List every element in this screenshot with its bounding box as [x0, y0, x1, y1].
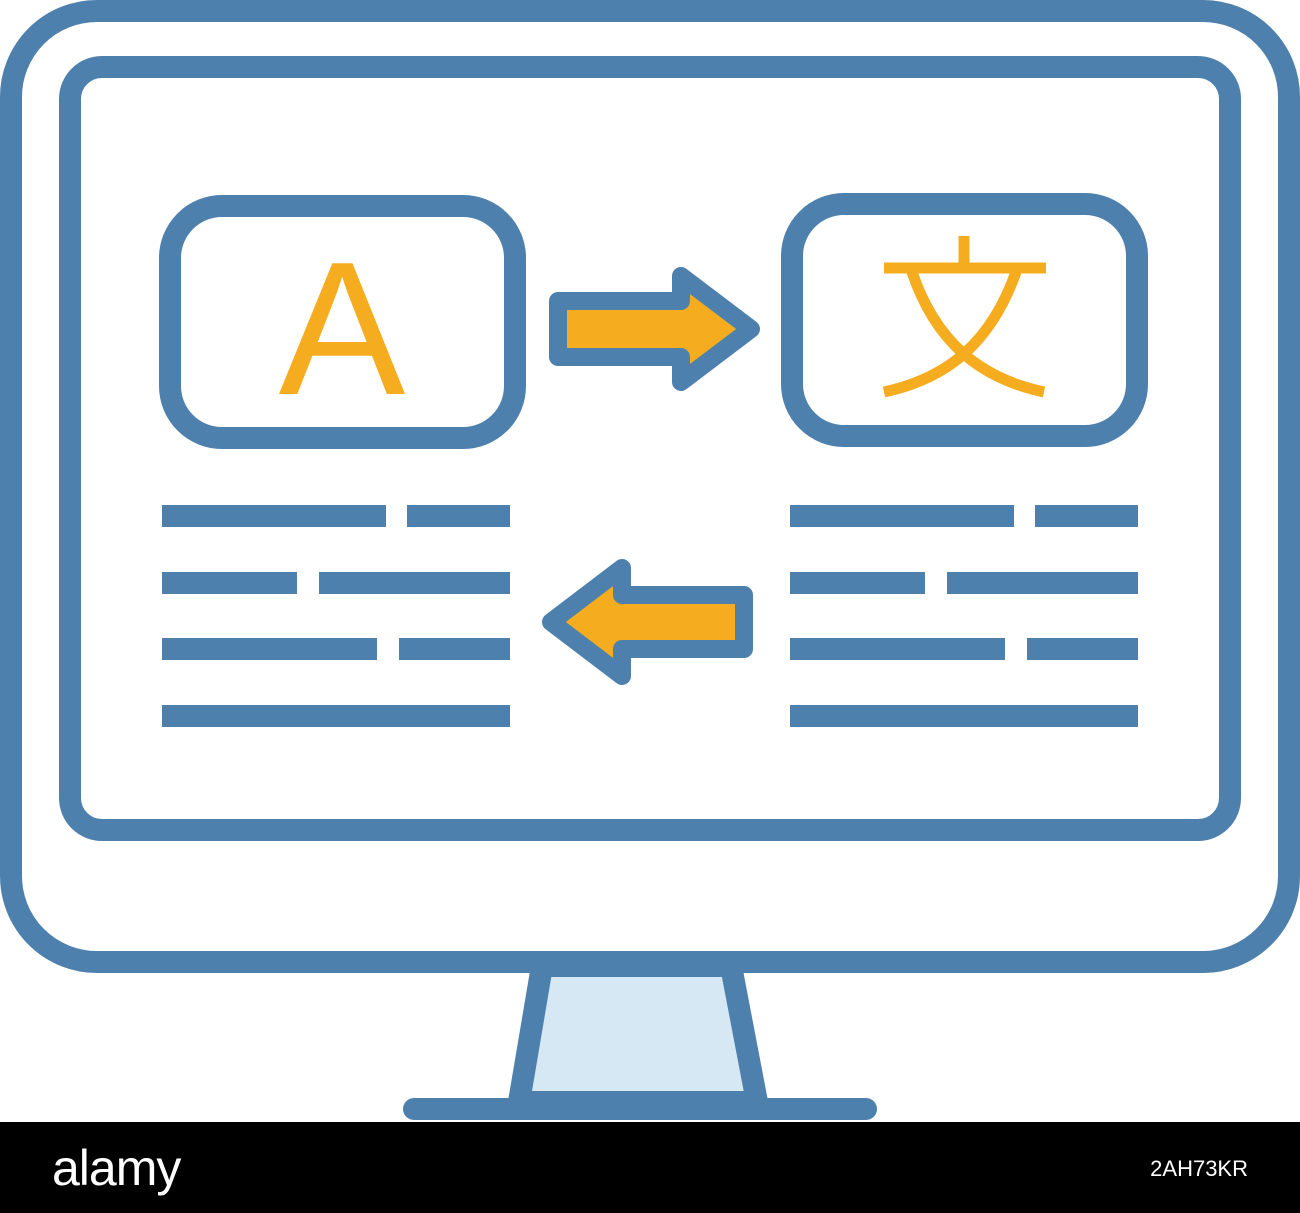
- text-line: [162, 572, 297, 594]
- text-line: [790, 572, 925, 594]
- source-text-lines: [162, 505, 510, 727]
- translation-monitor-illustration: A: [0, 0, 1300, 1120]
- text-line: [162, 705, 510, 727]
- text-line: [162, 638, 377, 660]
- source-language-glyph: A: [279, 223, 406, 435]
- text-line: [399, 638, 510, 660]
- text-line: [319, 572, 510, 594]
- text-line: [790, 638, 1005, 660]
- text-line: [790, 505, 1014, 527]
- footer-bar: alamy 2AH73KR: [0, 1122, 1300, 1213]
- target-text-lines: [790, 505, 1138, 727]
- text-line: [947, 572, 1138, 594]
- arrow-right-icon: [549, 267, 760, 391]
- brand-logo: alamy: [52, 1140, 181, 1196]
- target-language-box: [781, 193, 1148, 447]
- arrow-left-icon: [542, 559, 753, 685]
- text-line: [162, 505, 386, 527]
- text-line: [1027, 638, 1138, 660]
- text-line: [407, 505, 510, 527]
- text-line: [790, 705, 1138, 727]
- monitor-stand: [508, 955, 768, 1113]
- image-id: 2AH73KR: [1150, 1156, 1248, 1181]
- target-language-glyph: [882, 236, 1046, 398]
- source-language-box: [159, 195, 526, 449]
- text-line: [1035, 505, 1138, 527]
